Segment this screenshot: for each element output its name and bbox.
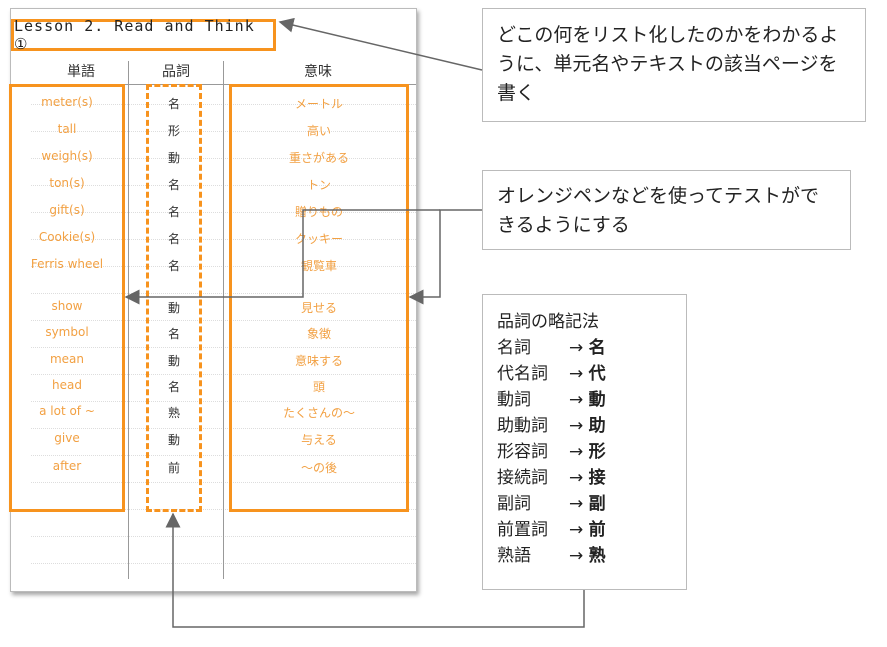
- pos-entry: 名: [167, 327, 180, 341]
- meaning-entry: 頭: [312, 380, 325, 394]
- pos-entry: 名: [167, 232, 180, 246]
- legend-full: 前置詞: [497, 520, 548, 540]
- arrow-glyph: →: [569, 468, 584, 488]
- meaning-entry: 意味する: [294, 354, 343, 368]
- pos-entry: 熟: [167, 406, 180, 420]
- pos-entry: 名: [167, 97, 180, 111]
- legend-item: 動詞 → 動: [497, 387, 672, 413]
- word-entry: mean: [49, 352, 85, 366]
- pos-entry: 名: [167, 178, 180, 192]
- meaning-entry: トン: [306, 178, 331, 192]
- legend-abbr: 動: [588, 390, 606, 410]
- meaning-entry: 贈りもの: [294, 205, 343, 219]
- legend-item: 前置詞 → 前: [497, 517, 672, 543]
- meaning-entry: たくさんの～: [282, 406, 355, 420]
- arrow-glyph: →: [569, 390, 584, 410]
- word-column-highlight: [9, 84, 125, 512]
- pos-entry: 名: [167, 259, 180, 273]
- legend-item: 副詞 → 副: [497, 491, 672, 517]
- header-meaning: 意味: [304, 64, 332, 80]
- pos-column-highlight: [146, 84, 202, 512]
- word-entry: Ferris wheel: [30, 257, 104, 271]
- word-entry: weigh(s): [41, 149, 93, 163]
- legend-abbr: 副: [588, 494, 606, 514]
- arrow-to-word: [124, 209, 440, 305]
- legend-full: 代名詞: [497, 364, 548, 384]
- arrow-glyph: →: [569, 364, 584, 384]
- arrow-to-pos: [165, 512, 585, 628]
- legend-abbr: 形: [588, 442, 606, 462]
- column-divider: [128, 61, 129, 579]
- word-entry: Cookie(s): [38, 230, 96, 244]
- legend-item: 名詞 → 名: [497, 335, 672, 361]
- meaning-entry: 重さがある: [288, 151, 349, 165]
- pos-entry: 動: [167, 354, 180, 368]
- legend-full: 助動詞: [497, 416, 548, 436]
- legend-abbr: 代: [588, 364, 606, 384]
- legend-item: 接続詞 → 接: [497, 465, 672, 491]
- notebook-page: Lesson 2. Read and Think ① 単語 品詞 意味 mete…: [9, 8, 417, 592]
- arrow-glyph: →: [569, 416, 584, 436]
- legend-abbr: 接: [588, 468, 606, 488]
- word-entry: head: [52, 378, 82, 392]
- callout-text: どこの何をリスト化したのかをわかるように、単元名やテキストの該当ページを書く: [497, 24, 839, 104]
- word-entry: show: [51, 299, 83, 313]
- meaning-entry: 与える: [301, 433, 337, 447]
- legend-full: 形容詞: [497, 442, 548, 462]
- arrow-glyph: →: [569, 338, 584, 358]
- legend-full: 熟語: [497, 546, 531, 566]
- pos-entry: 名: [167, 205, 180, 219]
- pos-entry: 前: [167, 461, 180, 475]
- header-pos: 品詞: [162, 64, 190, 80]
- legend-item: 代名詞 → 代: [497, 361, 672, 387]
- word-entry: symbol: [45, 325, 89, 339]
- meaning-entry: ～の後: [300, 461, 337, 475]
- legend-abbr: 名: [588, 338, 606, 358]
- legend-abbr: 助: [588, 416, 606, 436]
- word-entry: meter(s): [41, 95, 93, 109]
- meaning-entry: 見せる: [300, 301, 337, 315]
- pos-entry: 動: [167, 433, 180, 447]
- legend-title: 品詞の略記法: [497, 312, 599, 332]
- arrow-glyph: →: [569, 546, 584, 566]
- word-entry: ton(s): [49, 176, 85, 190]
- legend-full: 接続詞: [497, 468, 548, 488]
- meaning-entry: クッキー: [294, 232, 343, 246]
- pos-entry: 動: [167, 301, 180, 315]
- word-entry: give: [54, 431, 80, 445]
- callout-test-note: オレンジペンなどを使ってテストができるようにする: [482, 170, 851, 250]
- word-entry: after: [52, 459, 82, 473]
- header-divider: [21, 84, 416, 85]
- callout-text: オレンジペンなどを使ってテストができるようにする: [497, 185, 820, 236]
- word-entry: a lot of ~: [39, 404, 95, 418]
- legend-abbr: 前: [588, 520, 606, 540]
- legend-full: 動詞: [497, 390, 531, 410]
- legend-abbr: 熟: [588, 546, 606, 566]
- arrow-glyph: →: [569, 442, 584, 462]
- pos-entry: 動: [167, 151, 180, 165]
- pos-legend: 品詞の略記法 名詞→ 名代名詞→ 代動詞→ 動助動詞→ 助形容詞→ 形接続詞→ …: [482, 294, 687, 590]
- word-entry: tall: [57, 122, 77, 136]
- meaning-entry: メートル: [294, 97, 343, 111]
- word-entry: gift(s): [49, 203, 85, 217]
- arrow-glyph: →: [569, 520, 584, 540]
- legend-item: 形容詞 → 形: [497, 439, 672, 465]
- column-divider: [223, 61, 224, 579]
- legend-full: 副詞: [497, 494, 531, 514]
- legend-item: 熟語 → 熟: [497, 543, 672, 569]
- pos-entry: 名: [167, 380, 180, 394]
- meaning-column-highlight: [229, 84, 409, 512]
- legend-item: 助動詞 → 助: [497, 413, 672, 439]
- arrow-to-title: [278, 17, 483, 71]
- meaning-entry: 観覧車: [300, 259, 337, 273]
- arrow-glyph: →: [569, 494, 584, 514]
- pos-entry: 形: [167, 124, 180, 138]
- arrow-to-meaning: [408, 209, 482, 305]
- header-word: 単語: [67, 64, 95, 80]
- callout-title-note: どこの何をリスト化したのかをわかるように、単元名やテキストの該当ページを書く: [482, 8, 866, 122]
- lesson-title: Lesson 2. Read and Think ①: [11, 17, 276, 53]
- meaning-entry: 象徴: [306, 327, 331, 341]
- legend-full: 名詞: [497, 338, 531, 358]
- meaning-entry: 高い: [306, 124, 331, 138]
